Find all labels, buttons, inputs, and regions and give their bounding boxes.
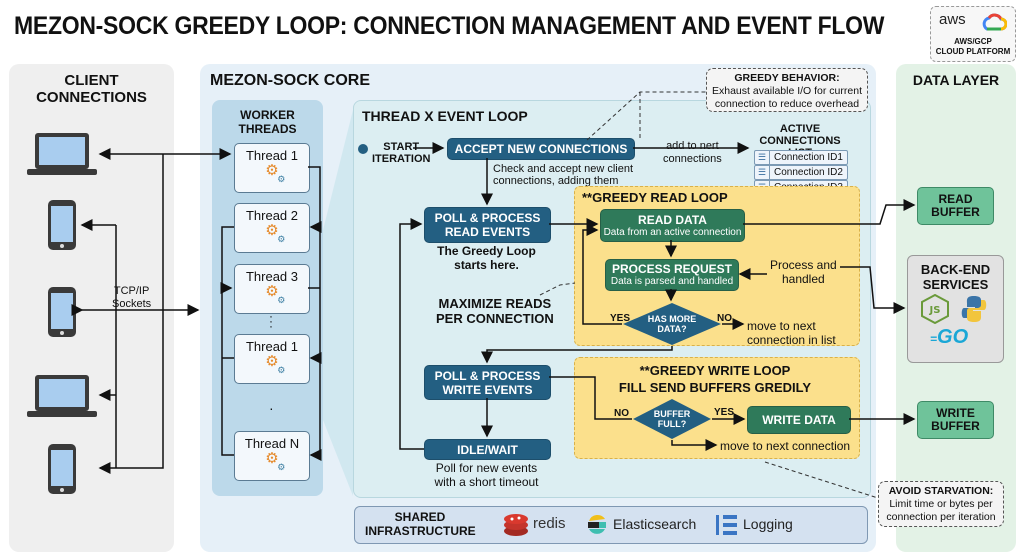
- buffer-full-decision[interactable]: [632, 398, 712, 440]
- thread-box[interactable]: Thread 2 ⚙⚙: [234, 203, 310, 253]
- accept-connections-step[interactable]: ACCEPT NEW CONNECTIONS: [447, 138, 635, 160]
- thread-box[interactable]: Thread 1 ⚙⚙: [234, 143, 310, 193]
- has-more-data-decision[interactable]: [622, 302, 722, 346]
- svg-text:JS: JS: [929, 305, 941, 316]
- read-buffer[interactable]: READ BUFFER: [917, 187, 994, 225]
- has-more-data-label: HAS MORE DATA?: [647, 314, 697, 334]
- list-icon: ☰: [755, 166, 770, 179]
- infra-item-logging: Logging: [743, 516, 793, 532]
- cloud-label-1: AWS/GCP: [954, 37, 992, 46]
- ellipsis-dot: ·: [269, 400, 274, 416]
- cloud-platform-badge: aws AWS/GCP CLOUD PLATFORM: [930, 6, 1016, 62]
- go-icon: =GO: [930, 326, 969, 348]
- yes-label: YES: [610, 313, 631, 324]
- gears-icon: ⚙⚙: [265, 283, 286, 306]
- gears-icon: ⚙⚙: [265, 353, 286, 376]
- thread-box[interactable]: Thread N ⚙⚙: [234, 431, 310, 481]
- infra-item-redis: redis: [533, 515, 566, 532]
- maximize-reads-note: MAXIMIZE READS PER CONNECTION: [436, 296, 554, 326]
- no-label: NO: [717, 313, 732, 324]
- gcp-logo-icon: [982, 13, 1007, 31]
- redis-icon: [504, 514, 528, 536]
- logging-icon: [716, 515, 737, 535]
- buffer-full-label: BUFFER FULL?: [653, 409, 691, 429]
- greedy-read-loop-title: **GREEDY READ LOOP: [582, 190, 728, 205]
- infra-item-elasticsearch: Elasticsearch: [613, 516, 697, 532]
- core-panel-title: MEZON-SOCK CORE: [210, 72, 370, 89]
- shared-infrastructure-bar: SHARED INFRASTRUCTURE redis Elasticsearc…: [354, 506, 868, 544]
- page-title: MEZON-SOCK GREEDY LOOP: CONNECTION MANAG…: [14, 12, 885, 40]
- ellipsis-dots: ···: [269, 309, 273, 333]
- write-data-step[interactable]: WRITE DATA: [747, 406, 851, 434]
- tcp-ip-label: TCP/IP Sockets: [112, 285, 152, 310]
- poll-read-events-step[interactable]: POLL & PROCESS READ EVENTS: [424, 207, 551, 243]
- greedy-behavior-note: GREEDY BEHAVIOR: Exhaust available I/O f…: [706, 68, 868, 112]
- process-request-step[interactable]: PROCESS REQUEST Data is parsed and handl…: [605, 259, 739, 291]
- accept-note: Check and accept new client connections,…: [493, 163, 634, 187]
- process-handled-label: Process and handled: [770, 258, 837, 286]
- phone-icon: [48, 287, 76, 337]
- client-panel-title: CLIENT CONNECTIONS: [36, 72, 147, 106]
- move-next-connection-label: move to next connection: [720, 439, 851, 453]
- read-data-step[interactable]: READ DATA Data from an active connection: [600, 209, 745, 242]
- connection-list-item[interactable]: ☰Connection ID2: [754, 165, 848, 180]
- aws-logo-icon: aws: [939, 11, 966, 28]
- no-label: NO: [614, 408, 629, 419]
- phone-icon: [48, 444, 76, 494]
- write-buffer[interactable]: WRITE BUFFER: [917, 401, 994, 439]
- event-loop-title: THREAD X EVENT LOOP: [362, 108, 528, 124]
- infrastructure-title: SHARED INFRASTRUCTURE: [365, 510, 476, 538]
- worker-threads-title: WORKER THREADS: [238, 108, 297, 136]
- start-node: [358, 144, 368, 154]
- phone-icon: [48, 200, 76, 250]
- list-icon: ☰: [755, 151, 770, 164]
- greedy-write-loop-title: **GREEDY WRITE LOOP FILL SEND BUFFERS GR…: [618, 363, 812, 395]
- backend-services[interactable]: BACK-END SERVICES JS =GO: [907, 255, 1004, 363]
- gears-icon: ⚙⚙: [265, 162, 286, 185]
- cloud-label-2: CLOUD PLATFORM: [935, 47, 1011, 56]
- elasticsearch-icon: [588, 514, 606, 534]
- connection-list-item[interactable]: ☰Connection ID1: [754, 150, 848, 165]
- laptop-icon: [27, 375, 97, 417]
- add-connections-label: add to nert connections: [663, 140, 722, 165]
- gears-icon: ⚙⚙: [265, 450, 286, 473]
- gears-icon: ⚙⚙: [265, 222, 286, 245]
- laptop-icon: [27, 133, 97, 175]
- idle-wait-step[interactable]: IDLE/WAIT: [424, 439, 551, 460]
- thread-box[interactable]: Thread 3 ⚙⚙: [234, 264, 310, 314]
- thread-box[interactable]: Thread 1 ⚙⚙: [234, 334, 310, 384]
- yes-label: YES: [714, 407, 735, 418]
- start-iteration-label: START ITERATION: [372, 141, 431, 165]
- nodejs-icon: JS: [921, 294, 949, 324]
- greedy-loop-start-note: The Greedy Loop starts here.: [437, 244, 536, 272]
- poll-write-events-step[interactable]: POLL & PROCESS WRITE EVENTS: [424, 365, 551, 400]
- idle-note: Poll for new events with a short timeout: [434, 461, 539, 489]
- python-icon: [961, 296, 987, 322]
- data-panel-title: DATA LAYER: [912, 72, 1000, 88]
- avoid-starvation-note: AVOID STARVATION: Limit time or bytes pe…: [878, 481, 1004, 527]
- move-next-connection-label: move to next connection in list: [747, 319, 836, 347]
